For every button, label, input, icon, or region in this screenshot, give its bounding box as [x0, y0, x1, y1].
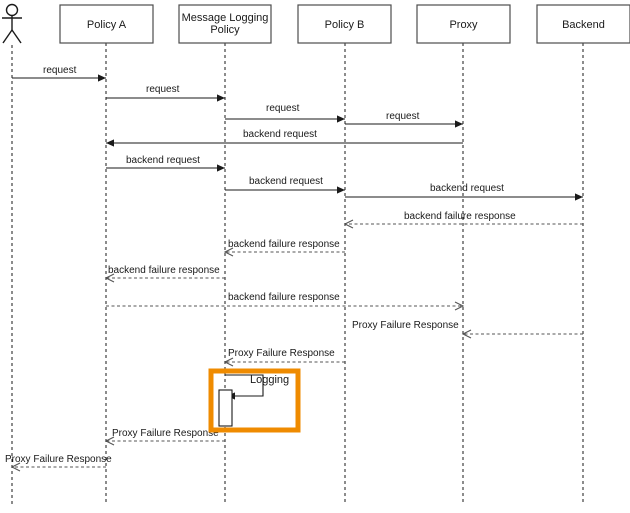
message-label: request [43, 65, 77, 76]
message-label: backend failure response [228, 239, 340, 250]
arrowhead-filled [217, 164, 225, 172]
arrowhead-filled [337, 115, 345, 123]
participant-box-policy_b[interactable]: Policy B [297, 4, 392, 44]
message-label: backend request [249, 176, 323, 187]
message-m4[interactable]: request [345, 111, 463, 128]
message-m9[interactable]: backend failure response [343, 211, 583, 229]
actor-figure [2, 3, 22, 44]
arrowhead-open [104, 273, 115, 283]
message-label: backend request [430, 183, 504, 194]
message-label: backend failure response [108, 265, 220, 276]
self-message-label: Logging [250, 374, 289, 386]
participant-label-proxy: Proxy [449, 19, 478, 31]
participant-box-proxy[interactable]: Proxy [416, 4, 511, 44]
message-m13[interactable]: Proxy Failure Response [352, 320, 583, 339]
arrowhead-filled [337, 186, 345, 194]
participant-label-backend: Backend [562, 19, 605, 31]
highlight-layer [208, 368, 301, 433]
message-label: backend request [126, 155, 200, 166]
message-m11[interactable]: backend failure response [104, 265, 225, 283]
message-label: request [146, 84, 180, 95]
message-m15[interactable]: Proxy Failure Response [104, 428, 225, 446]
message-label: backend failure response [404, 211, 516, 222]
arrowhead-filled [98, 74, 106, 82]
arrowhead-filled [575, 193, 583, 201]
message-m5[interactable]: backend request [106, 129, 463, 147]
activation-bar [218, 389, 233, 427]
arrowhead-filled [217, 94, 225, 102]
arrowhead-open [223, 247, 234, 257]
message-m7[interactable]: backend request [225, 176, 345, 194]
message-m2[interactable]: request [106, 84, 225, 102]
message-label: request [386, 111, 420, 122]
arrowhead-open [10, 462, 21, 472]
message-m12[interactable]: backend failure response [106, 292, 465, 311]
arrowhead-open [454, 301, 465, 311]
logging-highlight-box [208, 368, 301, 433]
participant-label-policy_a: Policy A [87, 19, 127, 31]
message-label: request [266, 103, 300, 114]
self-message-logging[interactable]: Logging [218, 374, 289, 427]
message-label: backend request [243, 129, 317, 140]
message-m10[interactable]: backend failure response [223, 239, 345, 257]
participant-label-policy_b: Policy B [325, 19, 365, 31]
lifelines-layer [11, 43, 584, 505]
message-label: Proxy Failure Response [112, 428, 219, 439]
message-label: Proxy Failure Response [5, 454, 112, 465]
message-m16[interactable]: Proxy Failure Response [5, 454, 112, 472]
messages-layer: request request request request backend requ… [5, 65, 583, 472]
self-message-layer: Logging [218, 374, 289, 427]
message-label: Proxy Failure Response [228, 348, 335, 359]
arrowhead-open [343, 219, 354, 229]
arrowhead-open [223, 357, 234, 367]
participant-box-backend[interactable]: Backend [536, 4, 630, 44]
message-m3[interactable]: request [225, 103, 345, 123]
message-m14[interactable]: Proxy Failure Response [223, 348, 345, 367]
self-message-loop [225, 374, 264, 397]
arrowhead-open [104, 436, 115, 446]
participant-box-policy_a[interactable]: Policy A [59, 4, 154, 44]
message-label: Proxy Failure Response [352, 320, 459, 331]
message-m8[interactable]: backend request [345, 183, 583, 201]
message-m1[interactable]: request [12, 65, 106, 82]
arrowhead-open [461, 329, 472, 339]
message-label: backend failure response [228, 292, 340, 303]
arrowhead-filled [106, 139, 114, 147]
participant-label-message_logging_policy: Message Logging [182, 12, 269, 24]
participant-label-message_logging_policy: Policy [210, 24, 240, 36]
arrowhead-filled [455, 120, 463, 128]
message-m6[interactable]: backend request [106, 155, 225, 172]
